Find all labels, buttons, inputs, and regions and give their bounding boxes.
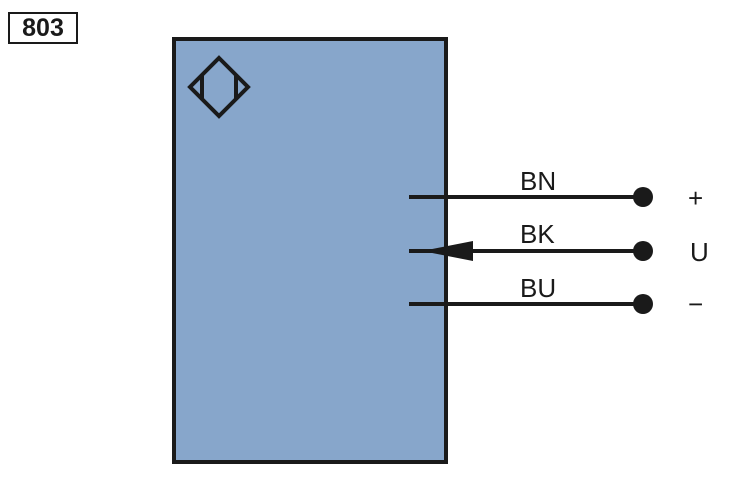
terminal-label: + bbox=[688, 183, 703, 213]
wire-color-label: BK bbox=[520, 219, 555, 249]
wire-color-label: BU bbox=[520, 273, 556, 303]
sensor-body bbox=[172, 37, 448, 464]
inductive-sensor-icon bbox=[187, 55, 251, 119]
arrow-icon bbox=[422, 241, 473, 261]
terminal-label: U bbox=[690, 237, 709, 267]
terminal-dot bbox=[633, 187, 653, 207]
wire-bn: BN + bbox=[409, 166, 703, 213]
wire-bk: BK U bbox=[409, 219, 709, 267]
wire-bu: BU − bbox=[409, 273, 703, 319]
diagram-code-label: 803 bbox=[8, 12, 78, 44]
wire-color-label: BN bbox=[520, 166, 556, 196]
terminal-dot bbox=[633, 241, 653, 261]
terminal-dot bbox=[633, 294, 653, 314]
terminal-label: − bbox=[688, 289, 703, 319]
